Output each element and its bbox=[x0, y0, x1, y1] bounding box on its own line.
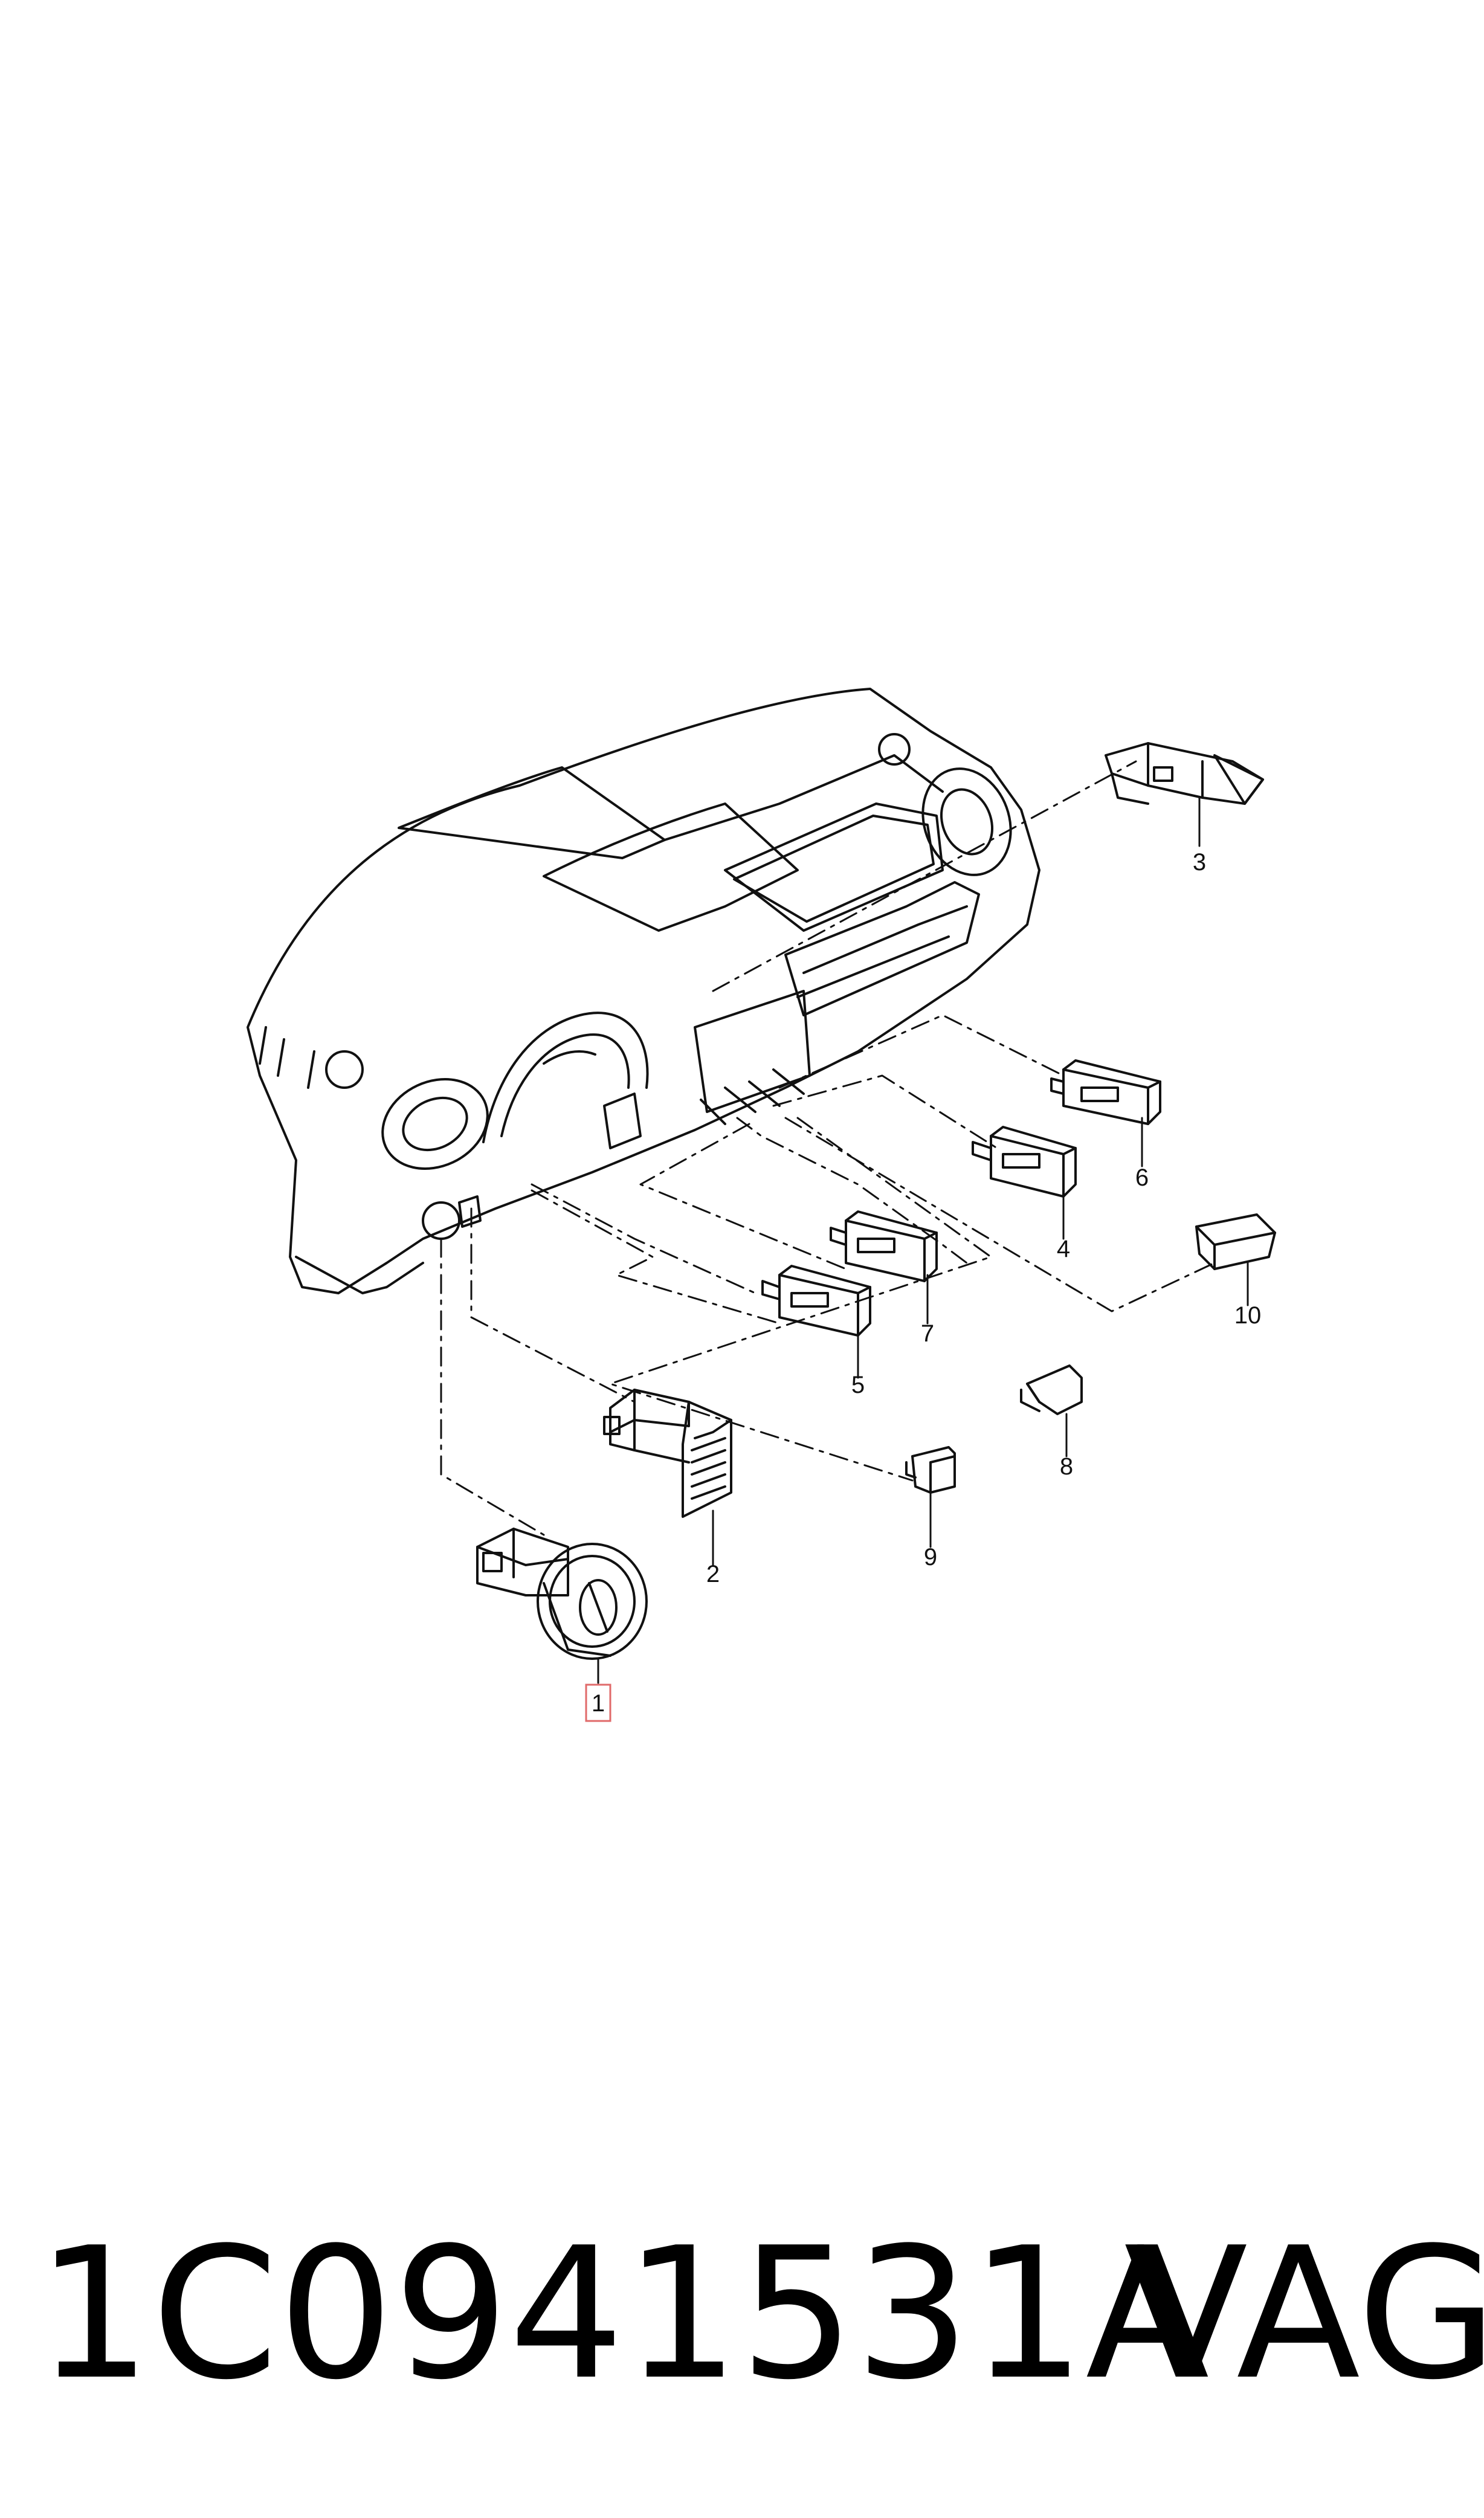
headlight-switch-part-1 bbox=[476, 1528, 648, 1660]
part-number: 1C0941531A bbox=[36, 2209, 1210, 2420]
callout-8: 8 bbox=[1060, 1453, 1073, 1480]
callout-7: 7 bbox=[921, 1320, 934, 1347]
exploded-parts-diagram: 1 2 3 4 5 6 7 8 9 10 bbox=[247, 688, 1276, 1722]
callout-10: 10 bbox=[1234, 1302, 1262, 1329]
connector-part-9 bbox=[905, 1446, 956, 1494]
footer: 1C0941531A VAG bbox=[0, 2212, 1484, 2453]
callout-1: 1 bbox=[592, 1690, 605, 1717]
brand-label: VAG bbox=[1124, 2209, 1484, 2420]
callout-3: 3 bbox=[1193, 849, 1206, 876]
callout-labels: 1 2 3 4 5 6 7 8 9 10 bbox=[585, 849, 1262, 1722]
switch-part-7 bbox=[830, 1210, 938, 1282]
clip-part-8 bbox=[1020, 1364, 1083, 1415]
button-part-10 bbox=[1195, 1213, 1276, 1270]
callout-4: 4 bbox=[1057, 1236, 1070, 1262]
callout-6: 6 bbox=[1135, 1164, 1149, 1191]
leader-lines bbox=[440, 760, 1216, 1536]
callout-1-highlight bbox=[585, 1684, 611, 1722]
callout-ticks bbox=[597, 796, 1249, 1684]
callout-9: 9 bbox=[924, 1544, 937, 1571]
switch-part-5 bbox=[761, 1265, 871, 1337]
callout-5: 5 bbox=[851, 1372, 865, 1398]
callout-2: 2 bbox=[706, 1561, 720, 1587]
hazard-switch-part-3 bbox=[1105, 742, 1264, 805]
switch-part-2 bbox=[603, 1389, 732, 1518]
switch-part-6 bbox=[1050, 1059, 1161, 1125]
dashboard-assembly bbox=[247, 688, 1040, 1294]
switch-part-4 bbox=[972, 1126, 1077, 1198]
